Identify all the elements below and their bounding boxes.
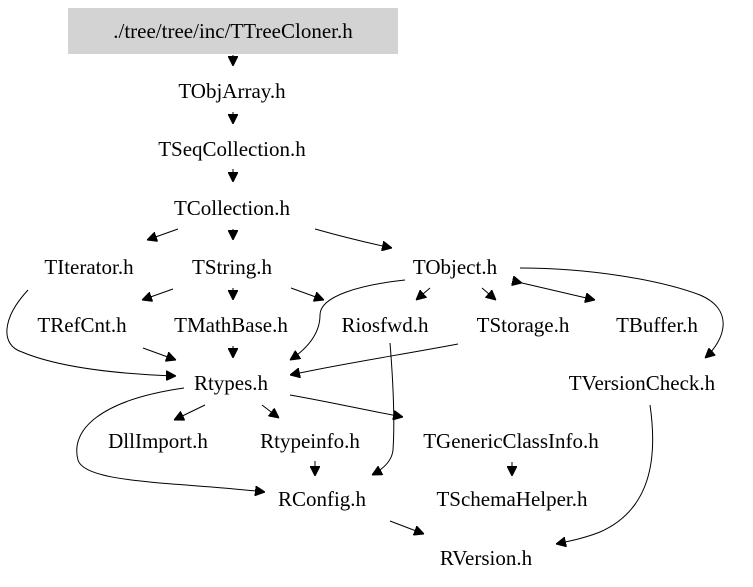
edge-tstring-riosfwd [290,287,324,300]
node-label: RVersion.h [440,546,533,570]
edges [6,55,724,544]
node-label: Rtypeinfo.h [260,429,360,453]
node-titerator[interactable]: TIterator.h [44,255,134,279]
node-tschemahelper[interactable]: TSchemaHelper.h [436,487,588,511]
edge-titerator-rtypes [6,289,176,376]
edge-tobject-tstorage [481,287,496,300]
edge-tcollection-titerator [147,228,179,240]
node-rversion[interactable]: RVersion.h [440,546,533,570]
edge-rtypes-dllimport [174,404,206,420]
root-node-box [68,8,398,54]
node-label: ./tree/tree/inc/TTreeCloner.h [113,19,353,43]
node-tcollection[interactable]: TCollection.h [174,196,291,220]
node-label: TObject.h [413,255,498,279]
node-trefcnt[interactable]: TRefCnt.h [37,313,127,337]
node-tstring[interactable]: TString.h [192,255,272,279]
node-label: TCollection.h [174,196,291,220]
node-rconfig[interactable]: RConfig.h [278,487,367,511]
edge-tstorage-rtypes [290,343,459,375]
node-riosfwd[interactable]: Riosfwd.h [342,313,429,337]
node-label: TGenericClassInfo.h [423,429,599,453]
edge-tobject-riosfwd [416,287,431,300]
node-tbuffer[interactable]: TBuffer.h [616,313,698,337]
node-tversioncheck[interactable]: TVersionCheck.h [569,371,716,395]
node-label: TObjArray.h [178,79,286,103]
edge-trefcnt-rtypes [142,347,176,360]
nodes: ./tree/tree/inc/TTreeCloner.h TObjArray.… [37,8,716,570]
node-label: Riosfwd.h [342,313,429,337]
node-label: DllImport.h [108,429,208,453]
edge-rtypes-tgenericclassinfo [289,394,403,417]
node-tmathbase[interactable]: TMathBase.h [174,313,288,337]
edge-tobject-rtypes [290,279,406,360]
edge-riosfwd-rconfig [372,342,395,475]
edge-tobject-tversioncheck [519,267,724,358]
node-label: TRefCnt.h [37,313,127,337]
node-label: TBuffer.h [616,313,698,337]
node-tstorage[interactable]: TStorage.h [477,313,570,337]
node-label: TSeqCollection.h [158,137,306,161]
edge-rconfig-rversion [389,520,424,534]
node-rtypeinfo[interactable]: Rtypeinfo.h [260,429,360,453]
node-label: TString.h [192,255,272,279]
node-ttreecloner[interactable]: ./tree/tree/inc/TTreeCloner.h [68,8,398,54]
node-dllimport[interactable]: DllImport.h [108,429,208,453]
edge-tversioncheck-rversion [556,404,654,544]
edge-rtypes-rconfig [76,387,265,492]
node-tgenericclassinfo[interactable]: TGenericClassInfo.h [423,429,599,453]
node-tobjarray[interactable]: TObjArray.h [178,79,286,103]
node-tobject[interactable]: TObject.h [413,255,498,279]
node-label: TMathBase.h [174,313,288,337]
edge-tcollection-tobject [314,228,392,248]
node-label: TSchemaHelper.h [436,487,588,511]
node-label: TStorage.h [477,313,570,337]
node-rtypes[interactable]: Rtypes.h [194,371,269,395]
node-tseqcollection[interactable]: TSeqCollection.h [158,137,306,161]
edge-rtypes-rtypeinfo [261,404,279,418]
edge-tobject-tbuffer [522,283,595,300]
node-label: TIterator.h [44,255,134,279]
node-label: RConfig.h [278,487,367,511]
node-label: Rtypes.h [194,371,269,395]
node-label: TVersionCheck.h [569,371,716,395]
edge-tstring-trefcnt [142,288,174,300]
